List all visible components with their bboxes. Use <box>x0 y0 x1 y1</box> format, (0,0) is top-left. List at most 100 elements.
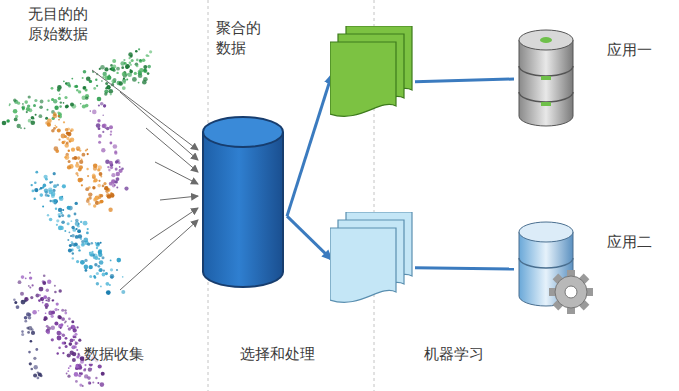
data-point <box>98 180 100 182</box>
data-point <box>6 119 10 123</box>
data-point <box>128 52 132 56</box>
data-point <box>44 316 48 320</box>
data-point <box>49 218 53 222</box>
data-point <box>84 374 88 378</box>
data-point <box>78 339 81 342</box>
data-point <box>70 327 72 329</box>
data-point <box>54 291 57 294</box>
data-point <box>116 177 120 181</box>
node-label: 聚合的 数据 <box>216 18 268 59</box>
data-point <box>64 312 67 315</box>
data-point <box>47 331 50 334</box>
data-point <box>88 192 92 196</box>
data-point <box>109 125 113 129</box>
data-point <box>82 153 86 157</box>
data-point <box>28 108 32 112</box>
data-point <box>79 160 83 164</box>
data-point <box>9 103 11 105</box>
data-point <box>51 87 54 90</box>
data-point <box>96 247 98 249</box>
data-point <box>76 228 78 230</box>
data-point <box>29 276 32 279</box>
data-point <box>68 150 70 152</box>
data-point <box>96 123 101 128</box>
data-point <box>89 265 93 269</box>
database-icon: 应用一 <box>515 26 665 132</box>
data-point <box>75 333 78 336</box>
data-point <box>76 89 78 91</box>
data-point <box>86 232 89 235</box>
data-point <box>147 72 150 75</box>
data-point <box>13 299 16 302</box>
data-point <box>99 194 102 197</box>
data-point <box>106 290 111 295</box>
data-point <box>99 260 104 265</box>
data-point <box>109 68 112 71</box>
data-point <box>74 213 77 216</box>
data-point <box>71 320 74 323</box>
data-point <box>30 296 33 299</box>
data-point <box>67 222 70 225</box>
document-stack-outline <box>330 26 414 122</box>
data-point <box>105 87 107 89</box>
data-point <box>62 334 65 337</box>
data-point <box>66 373 68 375</box>
data-point <box>138 48 140 50</box>
data-point <box>89 252 94 257</box>
data-point <box>106 127 110 131</box>
data-point <box>71 325 75 329</box>
data-point <box>21 300 26 305</box>
data-point <box>113 144 118 149</box>
document-stack <box>330 26 414 122</box>
data-point <box>85 149 87 151</box>
data-point <box>122 72 126 76</box>
data-point <box>116 187 118 189</box>
data-point <box>70 128 74 132</box>
data-point <box>69 231 71 233</box>
data-point <box>97 242 100 245</box>
data-point <box>45 306 48 309</box>
data-point <box>119 166 121 168</box>
data-point <box>68 85 71 88</box>
data-point <box>94 180 96 182</box>
data-point <box>22 106 26 110</box>
data-point <box>34 365 38 369</box>
data-point <box>102 131 104 133</box>
data-point <box>38 373 42 377</box>
data-point <box>109 284 111 286</box>
data-point <box>28 95 31 98</box>
data-point <box>35 171 38 174</box>
data-point <box>67 132 72 137</box>
data-point <box>56 184 59 187</box>
data-point <box>71 234 74 237</box>
data-point <box>85 97 88 100</box>
data-point <box>121 290 125 294</box>
data-point <box>123 78 125 80</box>
data-point <box>70 339 74 343</box>
data-point <box>102 114 104 116</box>
data-point <box>96 272 99 275</box>
data-point <box>92 186 95 189</box>
data-point <box>95 377 97 379</box>
data-point <box>102 256 105 259</box>
data-point <box>123 59 125 61</box>
data-point <box>85 89 88 92</box>
data-point <box>87 228 89 230</box>
data-point <box>78 364 81 367</box>
data-point <box>58 309 60 311</box>
data-point <box>62 352 64 354</box>
data-point <box>75 235 79 239</box>
data-point <box>83 70 87 74</box>
data-point <box>103 105 106 108</box>
data-point <box>138 71 142 75</box>
data-point <box>63 80 65 82</box>
data-point <box>71 148 75 152</box>
data-point <box>86 168 88 170</box>
data-point <box>120 61 125 66</box>
data-point <box>58 208 62 212</box>
data-point <box>59 93 61 95</box>
data-point <box>55 208 57 210</box>
data-point <box>24 320 27 323</box>
data-point <box>35 348 38 351</box>
data-point <box>75 342 78 345</box>
